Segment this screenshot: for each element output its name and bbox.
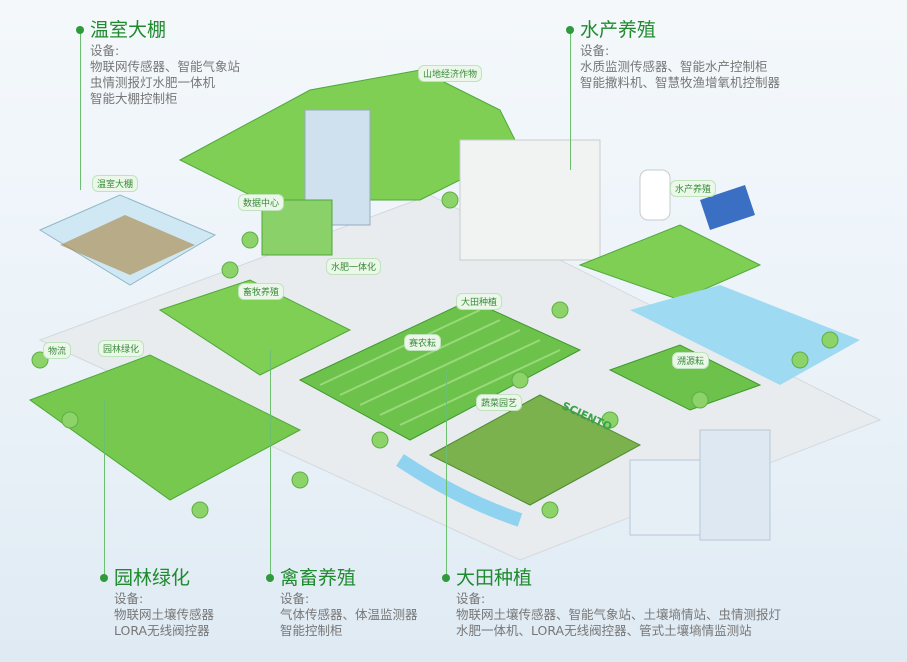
factory-building xyxy=(459,139,601,261)
tag-fertigation: 水肥一体化 xyxy=(326,258,382,275)
tag-aquaculture: 水产养殖 xyxy=(670,180,717,197)
solar-panel xyxy=(700,185,755,230)
section-label: 设备: xyxy=(90,43,120,58)
tag-sainong: 赛农耘 xyxy=(404,334,442,351)
tag-vegetable: 蔬菜园艺 xyxy=(476,394,523,411)
trace-plot xyxy=(608,344,762,411)
section-line: 物联网土壤传感器 xyxy=(114,607,215,622)
section-line: 水质监测传感器、智能水产控制柜 xyxy=(580,59,768,74)
section-greenhouse: 温室大棚 设备: 物联网传感器、智能气象站 虫情测报灯水肥一体机 智能大棚控制柜 xyxy=(76,17,241,107)
section-title: 温室大棚 xyxy=(90,19,167,41)
section-line: 水肥一体机、LORA无线阀控器、管式土壤墒情监测站 xyxy=(456,623,752,638)
city-buildings xyxy=(629,459,701,536)
connector-line xyxy=(570,30,571,170)
connector-line xyxy=(80,30,81,190)
section-title: 水产养殖 xyxy=(580,19,657,41)
water-tower xyxy=(639,169,671,221)
tag-trace: 溯源耘 xyxy=(672,352,710,369)
section-label: 设备: xyxy=(280,591,310,606)
tag-greenhouse: 温室大棚 xyxy=(92,175,139,192)
aquaculture-farm xyxy=(578,224,762,301)
section-livestock: 禽畜养殖 设备: 气体传感器、体温监测器 智能控制柜 xyxy=(266,565,418,639)
section-field: 大田种植 设备: 物联网土壤传感器、智能气象站、土壤墒情站、虫情测报灯 水肥一体… xyxy=(442,565,782,639)
connector-line xyxy=(446,370,447,575)
section-line: 物联网土壤传感器、智能气象站、土壤墒情站、虫情测报灯 xyxy=(456,607,782,622)
section-garden: 园林绿化 设备: 物联网土壤传感器 LORA无线阀控器 xyxy=(100,565,215,639)
bullet-icon xyxy=(266,574,274,582)
section-aquaculture: 水产养殖 设备: 水质监测传感器、智能水产控制柜 智能撒料机、智慧牧渔增氧机控制… xyxy=(566,17,781,91)
livestock-pasture xyxy=(158,279,352,376)
section-title: 大田种植 xyxy=(456,567,533,589)
river xyxy=(396,454,523,527)
vegetable-plots xyxy=(428,394,642,506)
section-line: 智能撒料机、智慧牧渔增氧机控制器 xyxy=(580,75,781,90)
tag-garden: 园林绿化 xyxy=(98,340,145,357)
section-line: 虫情测报灯水肥一体机 xyxy=(90,75,216,90)
tag-livestock: 畜牧养殖 xyxy=(238,283,285,300)
tag-datacenter: 数据中心 xyxy=(238,194,285,211)
bullet-icon xyxy=(100,574,108,582)
section-line: 智能控制柜 xyxy=(280,623,343,638)
garden-park xyxy=(28,354,302,501)
section-label: 设备: xyxy=(114,591,144,606)
section-title: 园林绿化 xyxy=(114,567,191,589)
section-line: LORA无线阀控器 xyxy=(114,623,210,638)
bullet-icon xyxy=(76,26,84,34)
bullet-icon xyxy=(442,574,450,582)
tag-logistics: 物流 xyxy=(43,342,72,359)
tag-mountain: 山地经济作物 xyxy=(418,65,483,82)
section-label: 设备: xyxy=(456,591,486,606)
section-title: 禽畜养殖 xyxy=(280,567,357,589)
section-line: 物联网传感器、智能气象站 xyxy=(90,59,241,74)
tag-field: 大田种植 xyxy=(456,293,503,310)
section-line: 气体传感器、体温监测器 xyxy=(280,607,418,622)
section-line: 智能大棚控制柜 xyxy=(90,91,178,106)
bullet-icon xyxy=(566,26,574,34)
section-label: 设备: xyxy=(580,43,610,58)
connector-line xyxy=(104,400,105,575)
connector-line xyxy=(270,350,271,575)
